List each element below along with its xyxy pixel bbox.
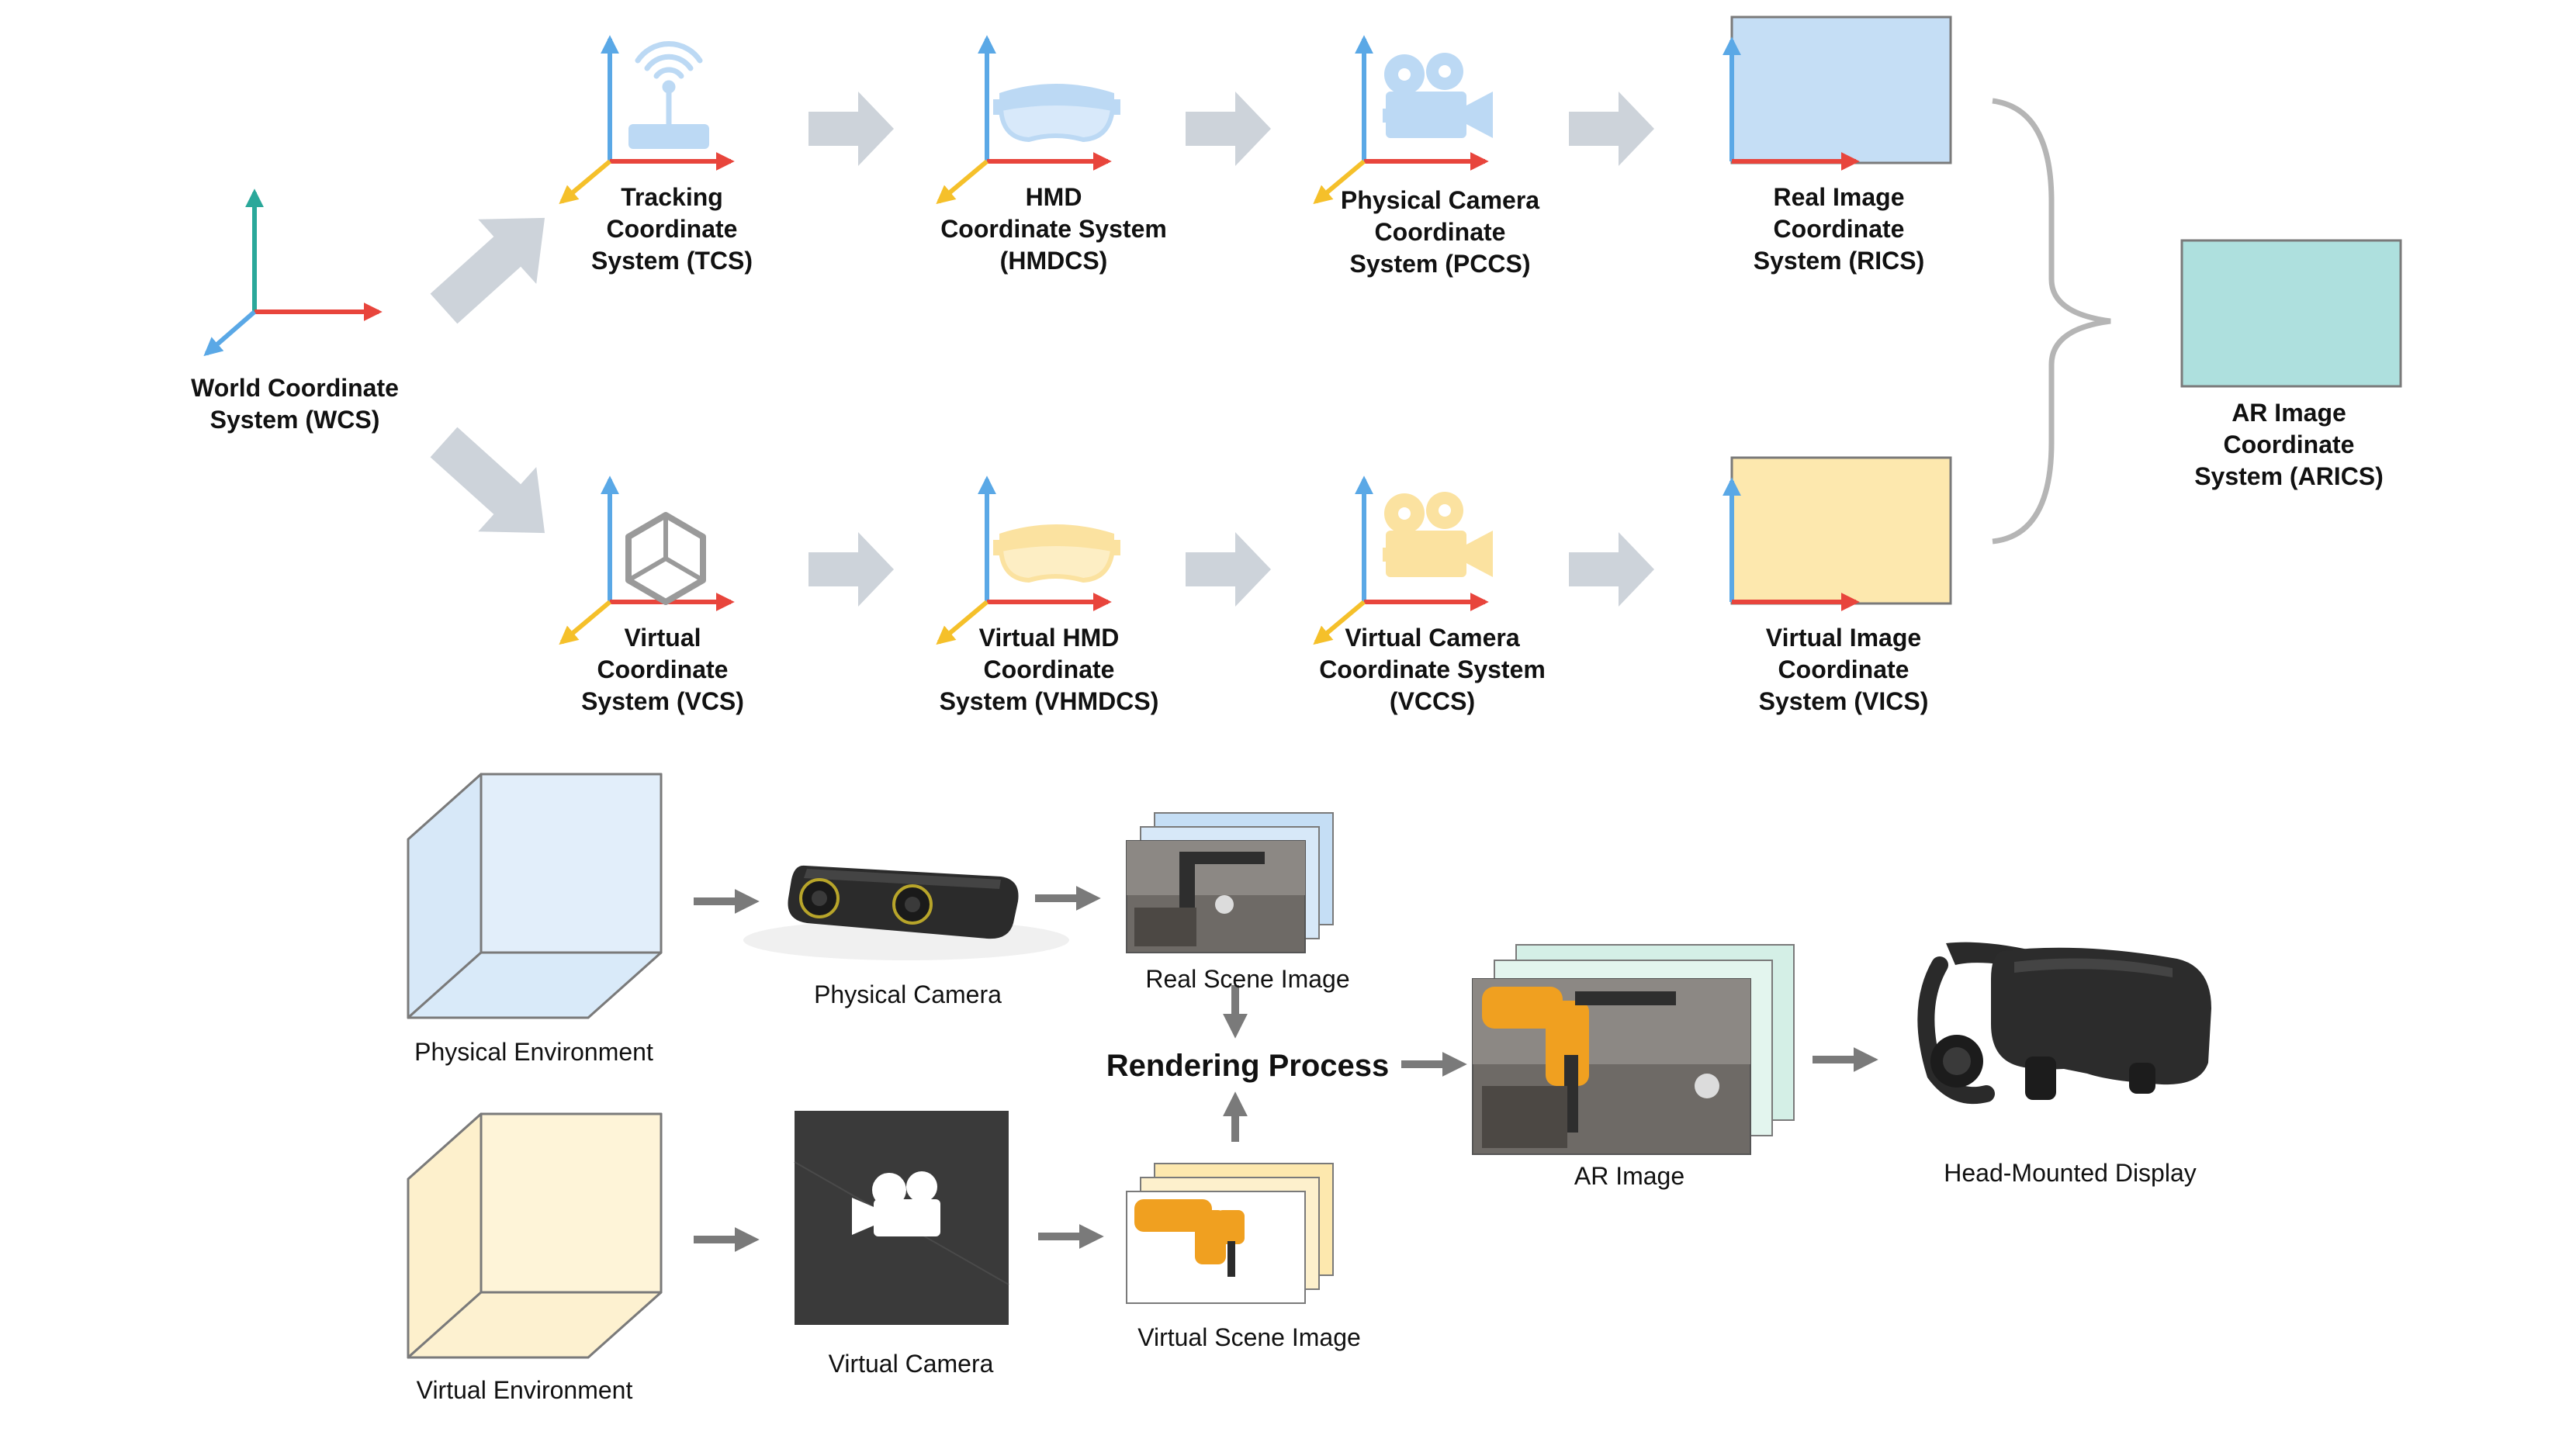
arics-image-box [2180,239,2402,388]
virtual-scene-image-label: Virtual Scene Image [1137,1323,1361,1351]
wcs-to-tracking-arrow [430,217,545,324]
unity-logo-icon [625,512,706,605]
movie-camera-icon [1383,492,1493,577]
vccs-axes [1313,476,1489,645]
movie-camera-icon [852,1171,940,1236]
wcs-to-virtual-arrow [430,427,545,534]
pccs-axes [1313,35,1489,205]
head-mounted-display [1917,942,2211,1105]
flow-arrow [808,92,894,166]
wifi-router-icon [628,41,709,149]
flow-arrow [1569,92,1654,166]
head-mounted-display-label: Head-Mounted Display [1944,1159,2197,1187]
hmd-glasses-icon [993,524,1120,583]
hmdcs-axes [936,35,1112,205]
flow-arrow [1186,532,1271,607]
virtual-scene-image-stack [1126,1163,1334,1304]
rics-axes [1723,16,1952,171]
vhmdcs-axes [936,476,1112,645]
tcs-axes [559,35,735,205]
ar-image-label: AR Image [1574,1162,1685,1190]
physical-environment-label: Physical Environment [414,1038,653,1066]
movie-camera-icon [1383,53,1493,138]
flow-arrow [808,532,894,607]
physical-camera-label: Physical Camera [814,980,1002,1008]
physical-stereo-camera [743,865,1069,960]
ar-image-stack [1472,944,1795,1155]
flow-arrow [1186,92,1271,166]
rendering-process-label: Rendering Process [1106,1049,1390,1083]
real-scene-image-stack [1126,812,1334,953]
wcs-axes [203,188,383,357]
flow-arrow [1569,532,1654,607]
physical-environment-cube [407,773,663,1019]
virtual-camera-square [794,1111,1009,1325]
real-scene-image-label: Real Scene Image [1145,965,1350,993]
vics-axes [1723,456,1952,611]
merge-brace [1992,98,2111,545]
virtual-camera-label: Virtual Camera [828,1350,994,1378]
virtual-environment-cube [407,1112,663,1359]
hmd-glasses-icon [993,84,1120,143]
virtual-environment-label: Virtual Environment [416,1376,633,1404]
